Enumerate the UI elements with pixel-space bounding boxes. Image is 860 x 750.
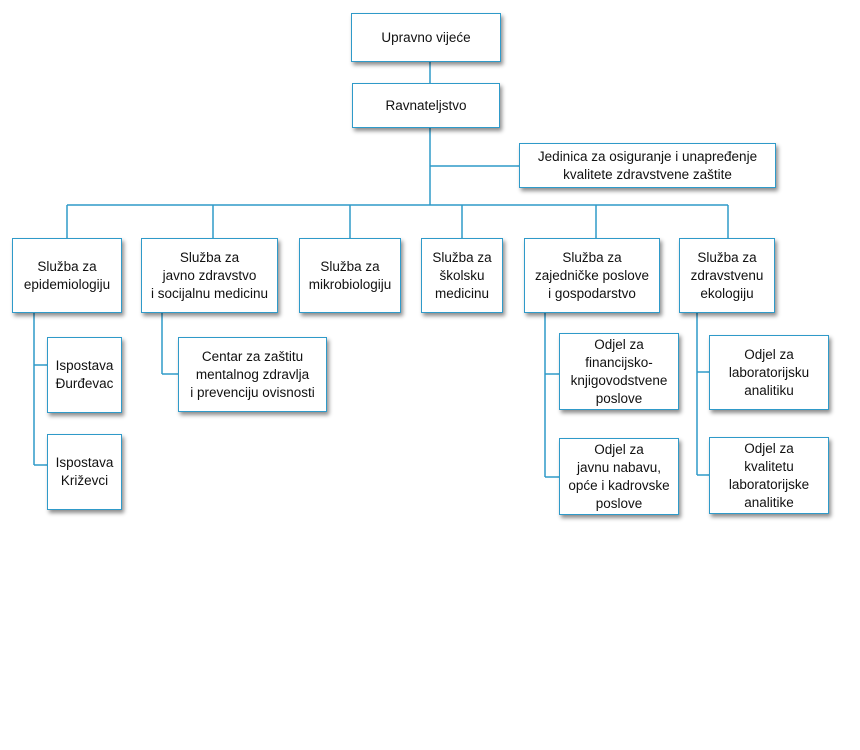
node-label: Služba za zajedničke poslove i gospodars… [534,249,650,301]
node-label: Jedinica za osiguranje i unapređenje kva… [537,148,758,182]
node-label: Ispostava Križevci [55,455,114,488]
node-odjel-financijsko: Odjel za financijsko- knjigovodstvene po… [559,333,679,410]
node-sluzba-zajednicki-poslovi: Služba za zajedničke poslove i gospodars… [524,238,660,313]
node-sluzba-zdravstvena-ekologija: Služba za zdravstvenu ekologiju [679,238,775,313]
node-label: Upravno vijeće [381,29,471,45]
node-label: Služba za epidemiologiju [23,258,111,292]
node-label: Služba za javno zdravstvo i socijalnu me… [150,249,269,301]
node-label: Ravnateljstvo [385,97,467,113]
node-jedinica-kvaliteta: Jedinica za osiguranje i unapređenje kva… [519,143,776,188]
node-label: Centar za zaštitu mentalnog zdravlja i p… [190,348,315,400]
node-label: Odjel za financijsko- knjigovodstvene po… [570,336,668,406]
node-label: Služba za školsku medicinu [432,249,492,301]
node-label: Ispostava Đurđevac [55,358,114,391]
node-odjel-kvaliteta-laboratorija: Odjel za kvalitetu laboratorijske analit… [709,437,829,514]
node-label: Odjel za javnu nabavu, opće i kadrovske … [568,441,670,511]
node-sluzba-mikrobiologija: Služba za mikrobiologiju [299,238,401,313]
node-label: Odjel za laboratorijsku analitiku [728,346,810,398]
node-upravno-vijece: Upravno vijeće [351,13,501,62]
node-label: Odjel za kvalitetu laboratorijske analit… [728,440,810,510]
node-label: Služba za zdravstvenu ekologiju [690,249,764,301]
node-sluzba-epidemiologija: Služba za epidemiologiju [12,238,122,313]
node-sluzba-javno-zdravstvo: Služba za javno zdravstvo i socijalnu me… [141,238,278,313]
node-centar-mentalno-zdravlje: Centar za zaštitu mentalnog zdravlja i p… [178,337,327,412]
node-sluzba-skolska-medicina: Služba za školsku medicinu [421,238,503,313]
node-odjel-laboratorijska-analitika: Odjel za laboratorijsku analitiku [709,335,829,410]
node-ispostava-durdevac: Ispostava Đurđevac [47,337,122,413]
node-ravnateljstvo: Ravnateljstvo [352,83,500,128]
node-label: Služba za mikrobiologiju [308,258,392,292]
node-odjel-nabava: Odjel za javnu nabavu, opće i kadrovske … [559,438,679,515]
node-ispostava-krizevci: Ispostava Križevci [47,434,122,510]
